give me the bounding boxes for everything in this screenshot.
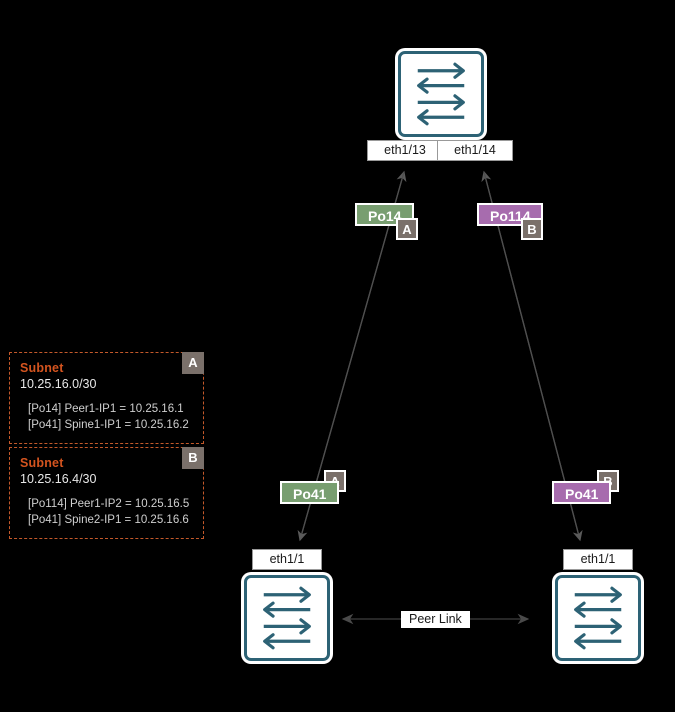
leaf-switch-right[interactable] <box>555 575 641 661</box>
subnet-title: Subnet <box>20 361 64 375</box>
subnet-row: [Po14] Peer1-IP1 = 10.25.16.1 <box>28 403 184 415</box>
spine-switch[interactable] <box>398 51 484 137</box>
marker-b-po114: B <box>521 218 543 240</box>
switch-icon <box>574 586 622 650</box>
marker-a-po14: A <box>396 218 418 240</box>
po-badge-po41-right[interactable]: Po41 <box>552 481 612 504</box>
switch-icon <box>417 62 465 126</box>
leaf-switch-left[interactable] <box>244 575 330 661</box>
switch-icon <box>263 586 311 650</box>
port-label-leaf2-eth1-1[interactable]: eth1/1 <box>563 549 633 570</box>
peer-link-label: Peer Link <box>401 611 470 628</box>
subnet-row: [Po114] Peer1-IP2 = 10.25.16.5 <box>28 498 190 510</box>
port-label-spine-eth1-14[interactable]: eth1/14 <box>437 140 513 161</box>
subnet-cidr: 10.25.16.4/30 <box>20 472 97 486</box>
port-label-leaf1-eth1-1[interactable]: eth1/1 <box>252 549 322 570</box>
subnet-row: [Po41] Spine1-IP1 = 10.25.16.2 <box>28 419 189 431</box>
po-badge-po41-left[interactable]: Po41 <box>280 481 340 504</box>
port-label-spine-eth1-13[interactable]: eth1/13 <box>367 140 443 161</box>
subnet-marker-b: B <box>182 447 204 469</box>
subnet-cidr: 10.25.16.0/30 <box>20 377 97 391</box>
subnet-rows: [Po14] Peer1-IP1 = 10.25.16.1 [Po41] Spi… <box>20 401 193 433</box>
subnet-marker-a: A <box>182 352 204 374</box>
subnet-row: [Po41] Spine2-IP1 = 10.25.16.6 <box>28 514 189 526</box>
subnet-box-a: A Subnet 10.25.16.0/30 [Po14] Peer1-IP1 … <box>9 352 204 444</box>
subnet-title: Subnet <box>20 456 64 470</box>
subnet-box-b: B Subnet 10.25.16.4/30 [Po114] Peer1-IP2… <box>9 447 204 539</box>
subnet-rows: [Po114] Peer1-IP2 = 10.25.16.5 [Po41] Sp… <box>20 496 193 528</box>
